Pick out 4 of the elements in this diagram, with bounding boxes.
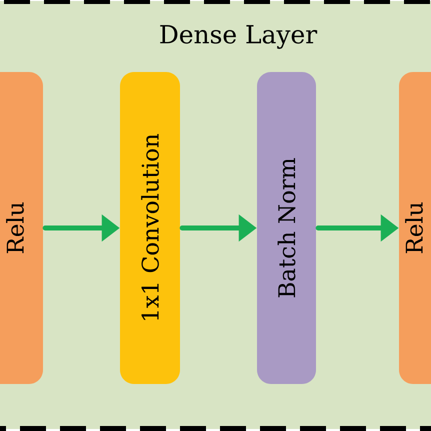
layer-box: Batch Norm (257, 72, 316, 384)
layer-box: 1x1 Convolution (120, 72, 180, 384)
layer-box: Relu (399, 72, 431, 384)
layer-box: Relu (0, 72, 43, 384)
